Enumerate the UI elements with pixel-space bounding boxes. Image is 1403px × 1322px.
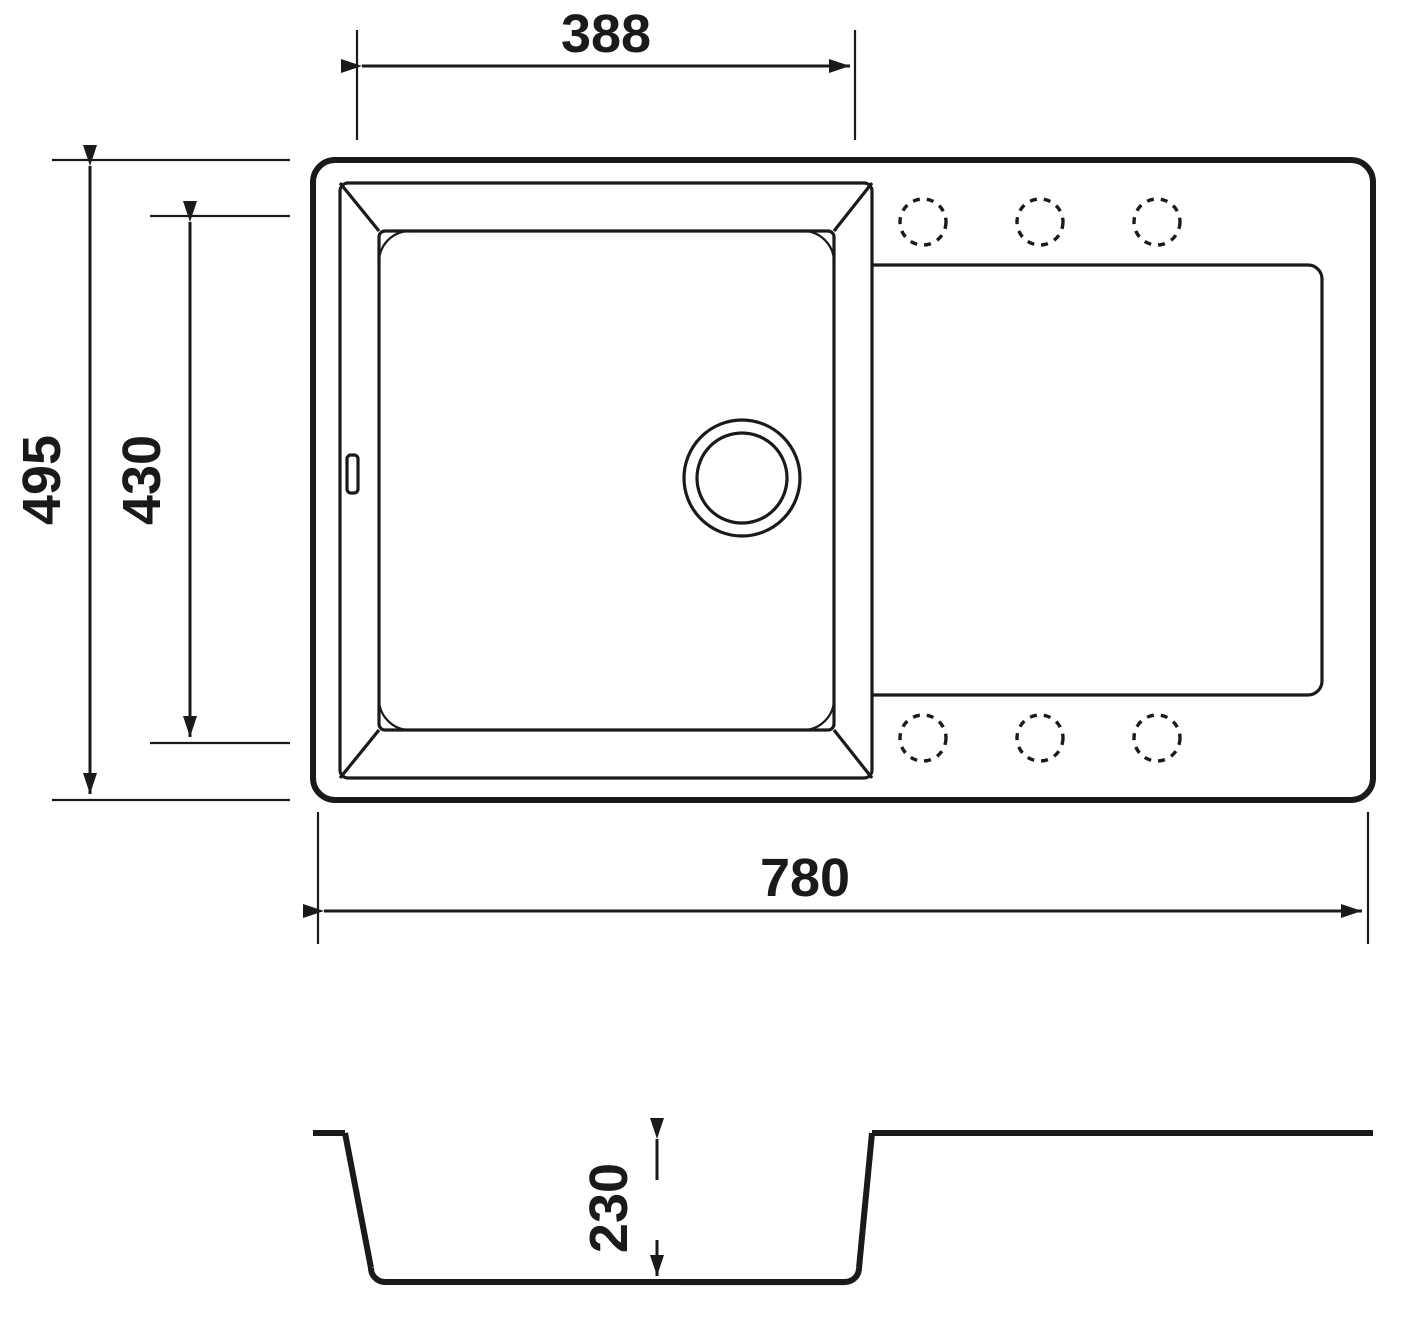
drain-hole-outer-circle [682, 418, 802, 538]
tap-hole-lower-3-icon [1132, 713, 1182, 763]
section-wall-right [856, 1132, 875, 1269]
bowl-bevel-top-right [832, 182, 874, 232]
dim-label-230: 230 [579, 1163, 639, 1253]
bowl-inner-bottom [377, 229, 836, 732]
section-bowl-bottom [368, 1267, 862, 1285]
bowl-corner-arc-bl [377, 698, 411, 732]
bowl-corner-arc-tl [377, 229, 411, 263]
overflow-slot [345, 453, 360, 495]
bowl-bevel-bottom-right [832, 729, 874, 779]
dimension-overall-width: 780 [303, 812, 1370, 944]
section-view-group [313, 1130, 1373, 1286]
drainboard-panel [872, 263, 1324, 697]
dim-label-495: 495 [12, 435, 72, 525]
dimension-bowl-depth: 230 [579, 1118, 664, 1276]
tap-hole-upper-2-icon [1015, 197, 1065, 247]
bowl-corner-arc-br [802, 698, 836, 732]
dim-label-388: 388 [561, 4, 651, 64]
dim-label-780: 780 [760, 848, 850, 908]
tap-hole-upper-3-icon [1132, 197, 1182, 247]
bowl-bevel-bottom-left [338, 728, 381, 780]
bowl-bevel-top-left [338, 181, 381, 233]
section-wall-left [342, 1132, 374, 1269]
tap-hole-lower-1-icon [898, 713, 948, 763]
dimension-overall-height: 495 [12, 145, 290, 802]
bowl-corner-arc-tr [802, 229, 836, 263]
dim-label-430: 430 [112, 435, 172, 525]
dimension-bowl-height: 430 [112, 201, 290, 745]
tap-hole-upper-1-icon [898, 197, 948, 247]
bowl-outer-rim [338, 181, 874, 780]
tap-hole-lower-2-icon [1015, 713, 1065, 763]
sink-outer-body [310, 157, 1376, 803]
drain-hole-inner-circle [695, 431, 789, 525]
top-view-group [310, 157, 1376, 803]
dimension-bowl-width: 388 [341, 4, 857, 140]
